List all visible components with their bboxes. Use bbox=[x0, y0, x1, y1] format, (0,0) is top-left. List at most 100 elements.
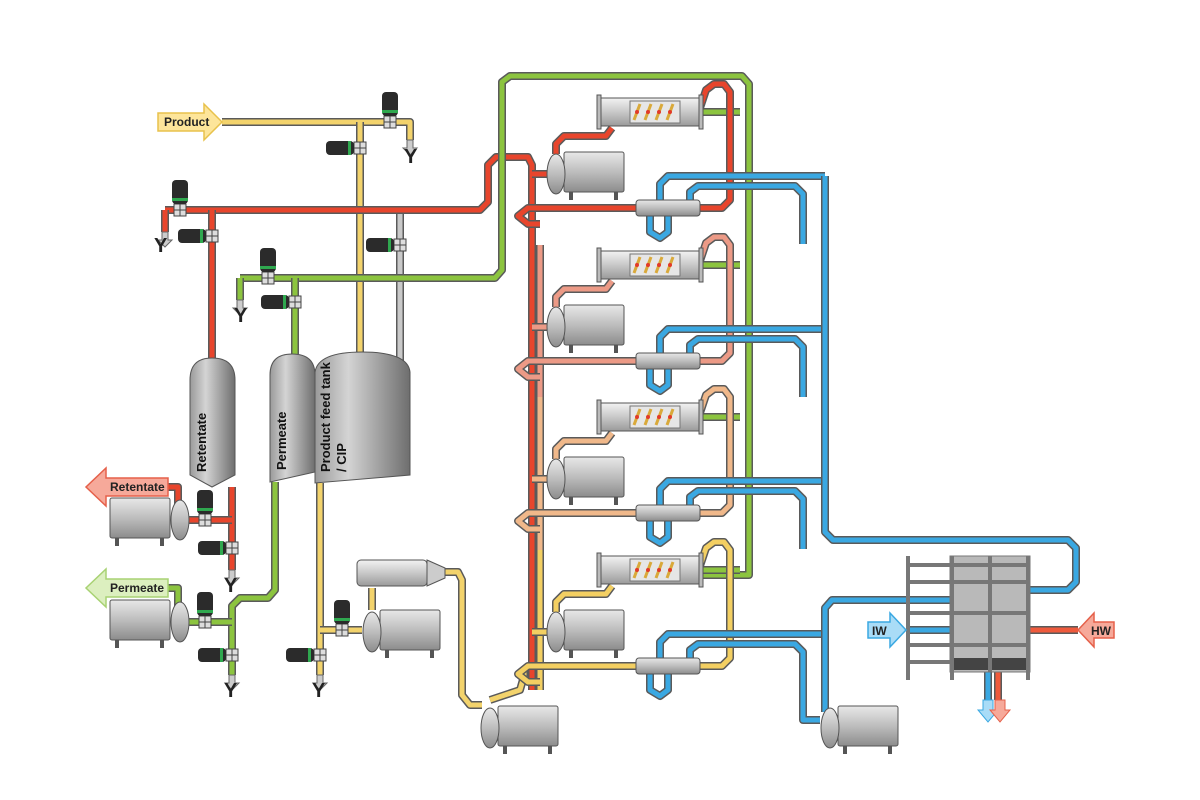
pump-volute bbox=[546, 306, 566, 348]
pump-motor bbox=[109, 599, 171, 641]
feed-tank-label-line2: / CIP bbox=[334, 443, 349, 472]
pipe-outline bbox=[686, 640, 807, 702]
valve-indicator bbox=[197, 508, 213, 511]
pipe-fill bbox=[647, 521, 671, 546]
module-flange bbox=[698, 94, 704, 130]
flow-marker bbox=[668, 568, 672, 572]
centrifugal-pump bbox=[480, 705, 559, 754]
permeate-outlet-arrow: Permeate bbox=[84, 567, 169, 609]
drain-arrow-icon bbox=[401, 139, 419, 156]
flow-marker bbox=[657, 415, 661, 419]
pipe-outline bbox=[821, 176, 1080, 594]
pump-foot bbox=[503, 746, 507, 754]
product-label: Product bbox=[164, 115, 209, 129]
pipe-fill bbox=[515, 510, 636, 532]
cooling-pump-suction-pipe bbox=[799, 676, 820, 724]
drain-symbol: Y bbox=[224, 575, 238, 597]
pump-motor bbox=[837, 705, 899, 747]
valve bbox=[178, 229, 219, 243]
centrifugal-pump bbox=[109, 599, 190, 648]
permeate-tank-label: Permeate bbox=[274, 411, 289, 470]
pipe-outline bbox=[552, 278, 616, 307]
pipe-fill bbox=[687, 336, 806, 397]
valve-indicator bbox=[348, 141, 351, 155]
pump-volute bbox=[546, 458, 566, 500]
pipe-fill bbox=[697, 81, 733, 211]
cooling-supply-pipe bbox=[656, 172, 825, 200]
pipe-fill bbox=[240, 73, 752, 578]
hx-shell bbox=[635, 352, 701, 370]
product-inlet-arrow: Product bbox=[157, 102, 224, 142]
strainer-filter bbox=[356, 559, 446, 587]
pipe-fill bbox=[553, 126, 614, 154]
pipe-outline bbox=[552, 583, 616, 612]
membrane-module bbox=[596, 399, 704, 435]
module-return-pipe bbox=[696, 233, 734, 365]
valve-indicator bbox=[197, 610, 213, 613]
iw-label: IW bbox=[872, 624, 887, 638]
pump-foot bbox=[569, 650, 573, 658]
equipment-layer bbox=[109, 92, 1012, 754]
drain-symbol: Y bbox=[234, 305, 248, 327]
module-return-pipe bbox=[696, 385, 734, 517]
valve bbox=[261, 295, 302, 309]
membrane-module bbox=[596, 247, 704, 283]
pipe-fill bbox=[647, 216, 671, 241]
centrifugal-pump bbox=[546, 456, 625, 505]
centrifugal-pump bbox=[109, 497, 190, 546]
pump-motor bbox=[563, 456, 625, 498]
plate-heat-exchanger bbox=[906, 555, 1031, 680]
strainer-cone bbox=[426, 559, 446, 587]
pipe-fill bbox=[687, 183, 806, 244]
tubular-heat-exchanger bbox=[635, 199, 701, 217]
flow-marker bbox=[646, 110, 650, 114]
tubular-heat-exchanger bbox=[635, 504, 701, 522]
centrifugal-pump bbox=[546, 609, 625, 658]
cooling-return-pipe bbox=[686, 182, 807, 244]
pump-foot bbox=[430, 650, 434, 658]
retentate-discharge-pipe bbox=[168, 483, 182, 505]
recirculation-pipe bbox=[514, 357, 636, 381]
hx-shell bbox=[635, 199, 701, 217]
module-flange bbox=[596, 552, 602, 588]
pump-volute bbox=[820, 707, 840, 749]
valve bbox=[334, 600, 350, 637]
valve bbox=[286, 648, 327, 662]
recirculation-pipe bbox=[514, 509, 636, 533]
pipe-outline bbox=[552, 125, 616, 154]
flow-marker bbox=[635, 110, 639, 114]
pump-foot bbox=[614, 650, 618, 658]
drain-symbol: Y bbox=[154, 235, 168, 257]
filter-outlet-pipe bbox=[445, 568, 482, 709]
valve-indicator bbox=[220, 648, 223, 662]
pipe-fill bbox=[697, 234, 733, 364]
flow-marker bbox=[657, 263, 661, 267]
valve bbox=[382, 92, 398, 129]
pipe-fill bbox=[168, 484, 181, 505]
hx-shell bbox=[635, 657, 701, 675]
valve-actuator bbox=[261, 295, 289, 309]
pump-foot bbox=[569, 345, 573, 353]
pipe-outline bbox=[552, 430, 616, 459]
module-flange bbox=[698, 399, 704, 435]
centrifugal-pump bbox=[820, 705, 899, 754]
cooling-supply-pipe bbox=[656, 630, 825, 658]
pump-volute bbox=[480, 707, 500, 749]
membrane-module bbox=[596, 552, 704, 588]
module-flange bbox=[698, 552, 704, 588]
centrifugal-pump bbox=[362, 609, 441, 658]
flow-marker bbox=[668, 110, 672, 114]
valve-indicator bbox=[283, 295, 286, 309]
flow-marker bbox=[646, 568, 650, 572]
drain-symbol: Y bbox=[224, 680, 238, 702]
pipe-fill bbox=[553, 279, 614, 307]
pump-discharge-pipe bbox=[552, 583, 616, 612]
tubular-heat-exchanger bbox=[635, 657, 701, 675]
pump-foot bbox=[614, 345, 618, 353]
pump-volute bbox=[362, 611, 382, 653]
pipe-outline bbox=[821, 596, 950, 712]
valve bbox=[197, 490, 213, 527]
pump-volute bbox=[546, 153, 566, 195]
pump-discharge-pipe bbox=[552, 430, 616, 459]
cooling-supply-pipe bbox=[656, 477, 825, 505]
